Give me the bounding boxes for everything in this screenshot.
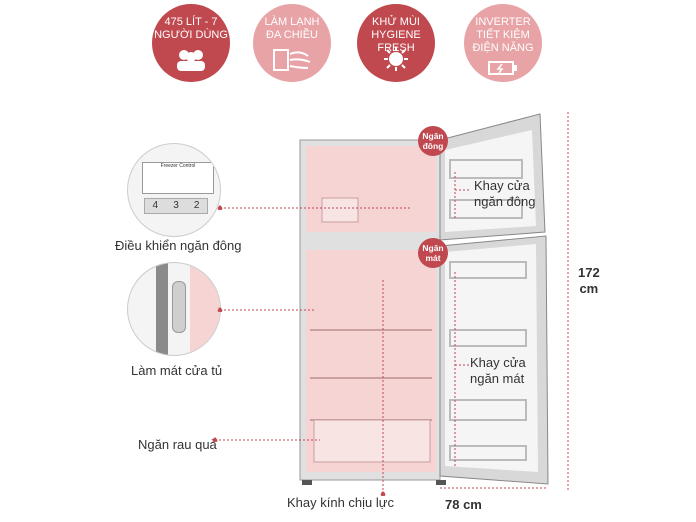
freezer-tag: Ngăn đông bbox=[418, 126, 448, 156]
digit-display: 4 3 2 bbox=[144, 198, 208, 214]
label-line: Khay cửa bbox=[474, 178, 530, 193]
badge-text: LÀM LẠNH bbox=[264, 16, 320, 28]
fridge-door-tray-label: Khay cửa ngăn mát bbox=[470, 355, 526, 387]
control-panel: Freezer Control bbox=[142, 162, 214, 194]
badge-text: ĐA CHIỀU bbox=[266, 29, 318, 41]
door-trays bbox=[449, 159, 527, 461]
door-edge bbox=[156, 263, 168, 355]
control-panel-title: Freezer Control bbox=[160, 163, 196, 169]
badge-text: KHỬ MÙI bbox=[372, 16, 420, 28]
height-dimension: 172 cm bbox=[578, 265, 600, 297]
foot bbox=[436, 480, 446, 485]
interior-strip bbox=[190, 263, 220, 355]
vegetable-drawer-label: Ngăn rau quả bbox=[138, 437, 217, 452]
foot bbox=[302, 480, 312, 485]
badge-text: NGƯỜI DÙNG bbox=[154, 29, 228, 41]
feature-badge-cooling: LÀM LẠNH ĐA CHIỀU bbox=[253, 4, 331, 82]
tag-text: mát bbox=[425, 253, 441, 263]
height-unit: cm bbox=[579, 281, 599, 296]
digit: 4 bbox=[152, 200, 159, 211]
feature-badge-hygiene: KHỬ MÙI HYGIENE FRESH bbox=[357, 4, 435, 82]
tag-text: đông bbox=[422, 141, 444, 151]
digit: 3 bbox=[173, 200, 179, 211]
feature-badge-capacity: 475 LÍT - 7 NGƯỜI DÙNG bbox=[152, 4, 230, 82]
badge-text: INVERTER bbox=[475, 16, 531, 28]
badge-text: ĐIỆN NĂNG bbox=[472, 42, 534, 54]
ice-tray bbox=[321, 197, 359, 223]
label-line: Khay cửa bbox=[470, 355, 526, 370]
fridge-tag: Ngăn mát bbox=[418, 238, 448, 268]
label-line: ngăn đông bbox=[474, 194, 536, 209]
dimension-lines bbox=[440, 112, 569, 492]
vegetable-drawer bbox=[313, 419, 431, 463]
badge-text: TIẾT KIỆM bbox=[476, 29, 530, 41]
badge-text: 475 LÍT - 7 bbox=[164, 16, 218, 28]
digit: 2 bbox=[193, 200, 200, 211]
freezer-door-inner bbox=[445, 130, 536, 232]
tag-text: Ngăn bbox=[422, 243, 444, 253]
battery-icon bbox=[488, 61, 517, 75]
door-cooling-label: Làm mát cửa tủ bbox=[131, 363, 223, 378]
glass-shelf-label: Khay kính chịu lực bbox=[287, 495, 394, 510]
multi-airflow-icon bbox=[273, 49, 311, 71]
virus-icon bbox=[384, 47, 408, 71]
feature-badge-inverter: INVERTER TIẾT KIỆM ĐIỆN NĂNG bbox=[464, 4, 542, 82]
callout-lines bbox=[212, 172, 470, 497]
fridge-door-inner bbox=[445, 244, 538, 472]
height-value: 172 bbox=[578, 265, 600, 280]
freezer-control-zoom: Freezer Control 4 3 2 bbox=[127, 143, 221, 237]
label-line: ngăn mát bbox=[470, 371, 525, 386]
freezer-door-tray-label: Khay cửa ngăn đông bbox=[474, 178, 535, 210]
freezer-control-label: Điều khiển ngăn đông bbox=[115, 238, 242, 253]
vent-panel bbox=[172, 281, 186, 333]
width-dimension: 78 cm bbox=[445, 497, 482, 512]
people-icon bbox=[177, 50, 205, 71]
tag-text: Ngăn bbox=[422, 131, 444, 141]
